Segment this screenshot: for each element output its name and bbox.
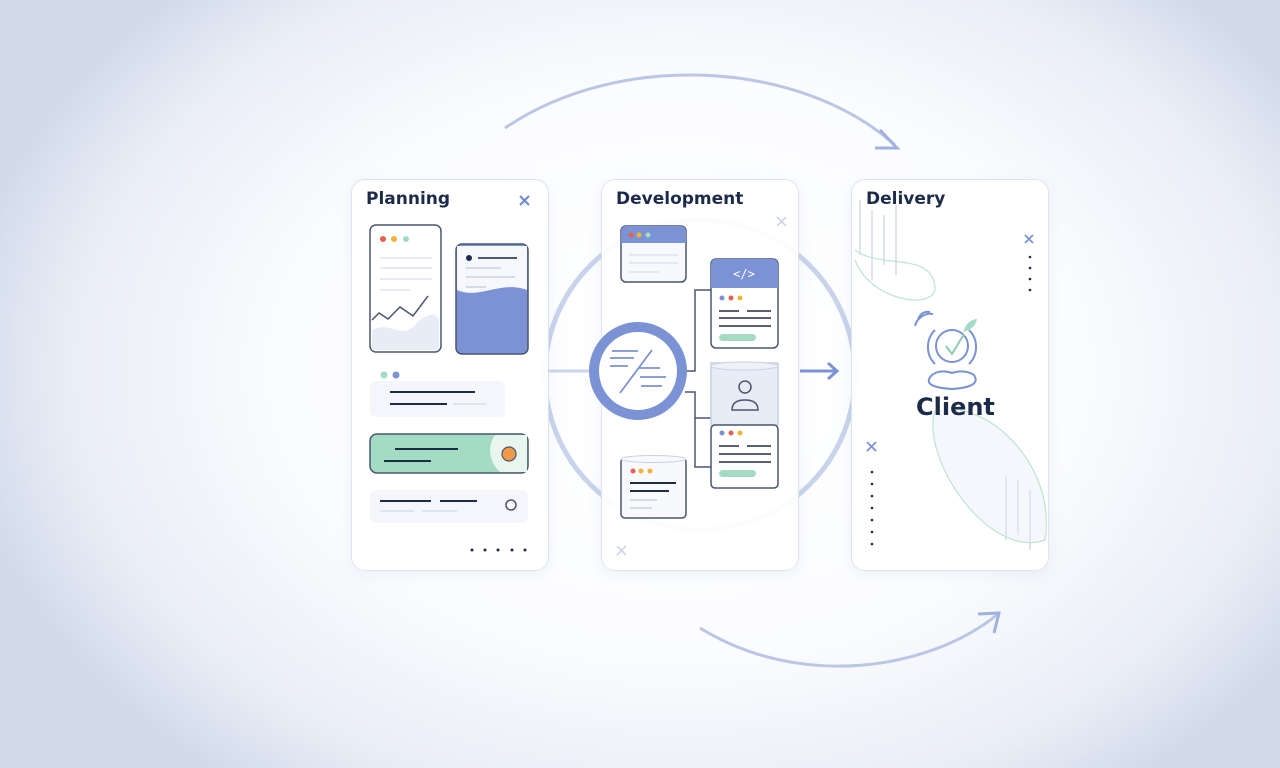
- delivery-panel: Delivery: [851, 179, 1049, 571]
- top-arc-arrow: [504, 73, 896, 147]
- client-label: Client: [916, 393, 995, 421]
- bottom-arc-arrow: [699, 612, 999, 668]
- development-panel: Development: [601, 179, 799, 571]
- delivery-title: Delivery: [866, 189, 946, 209]
- top-arrow-head: [875, 128, 901, 150]
- planning-panel: Planning: [351, 179, 549, 571]
- bottom-arrow-head: [977, 611, 1001, 634]
- planning-title: Planning: [366, 189, 451, 209]
- development-title: Development: [616, 189, 744, 209]
